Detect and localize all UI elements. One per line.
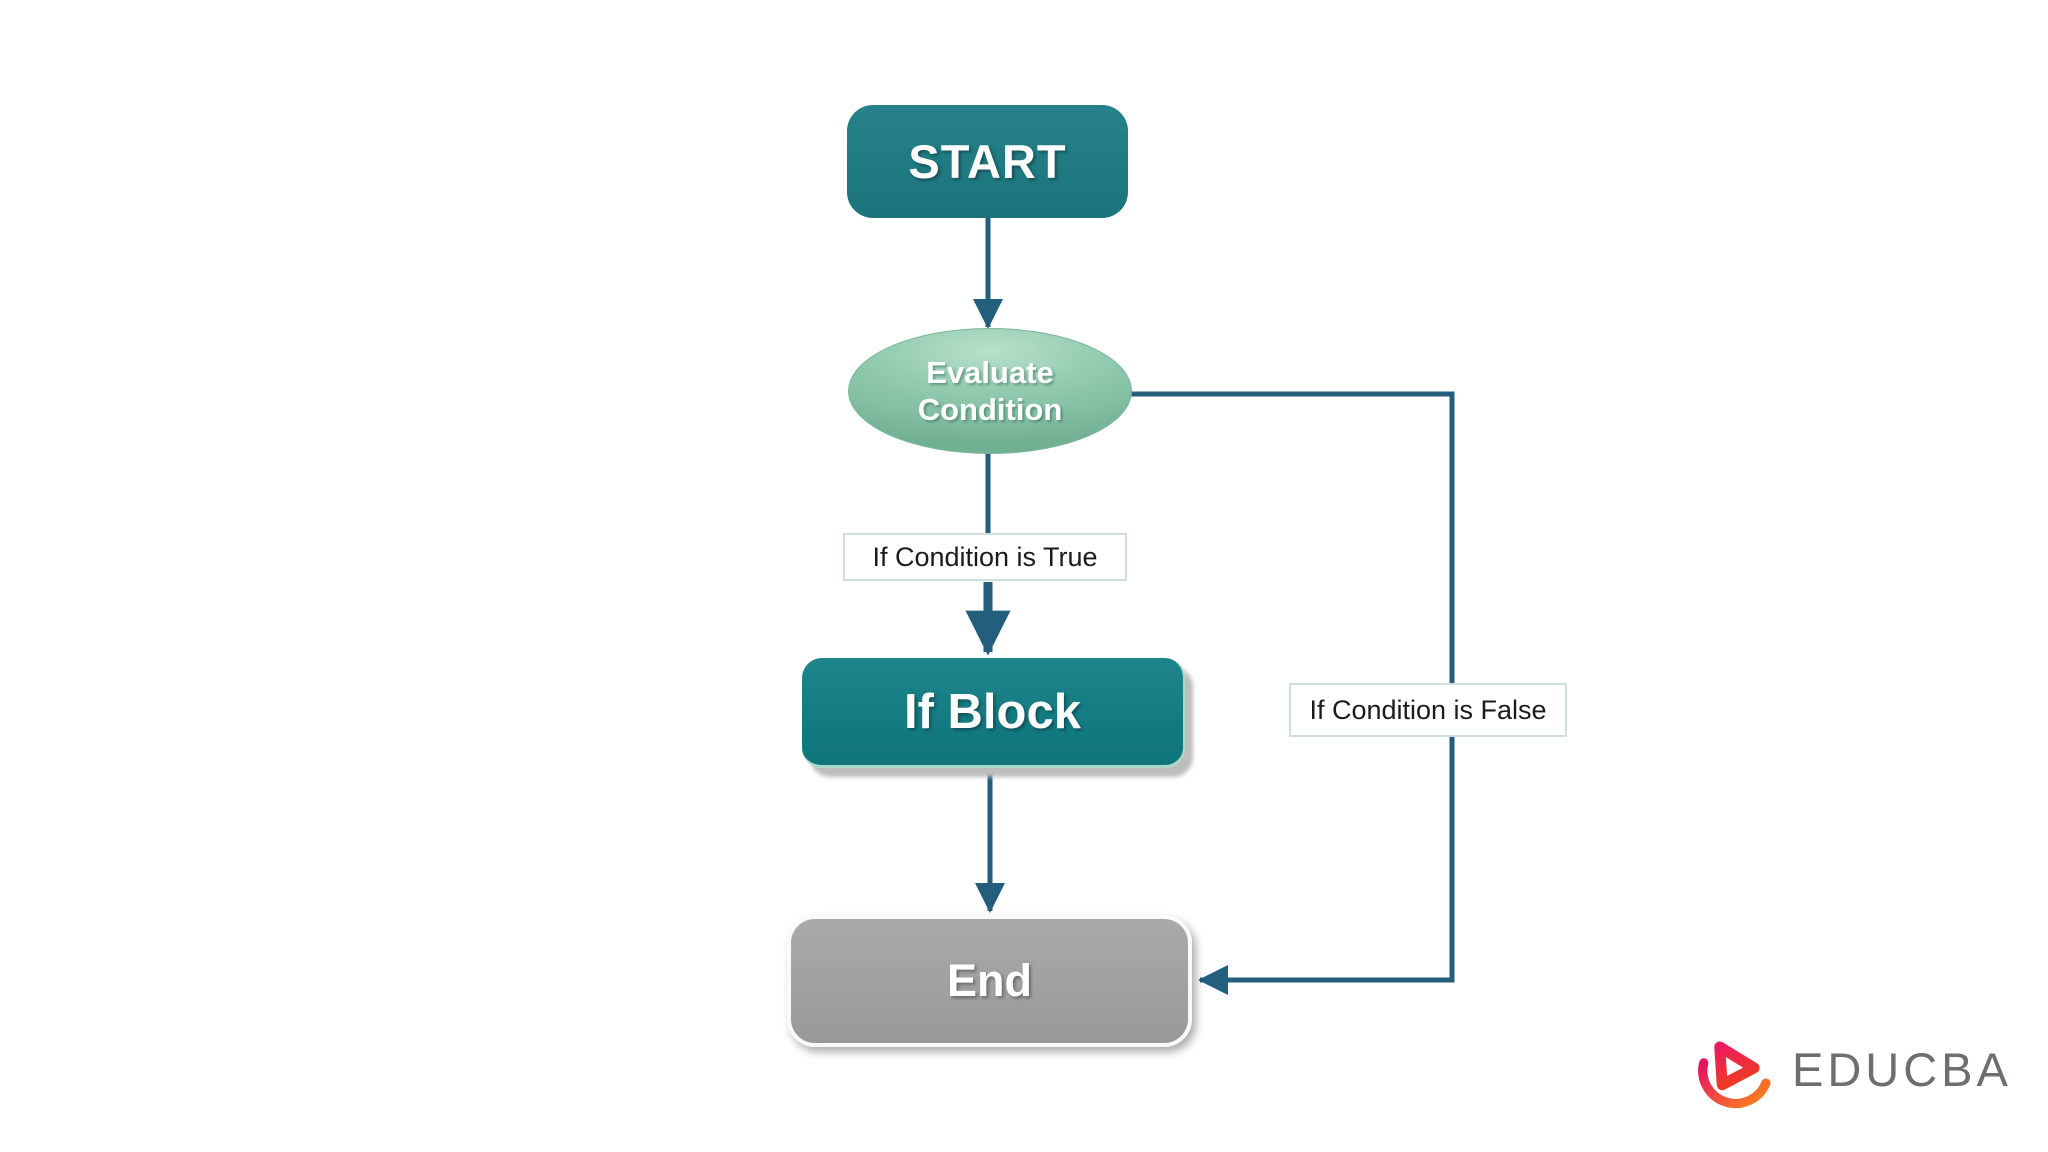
logo-play-triangle	[1714, 1041, 1760, 1091]
edge-label-condition-true-text: If Condition is True	[872, 541, 1098, 572]
edge-label-condition-true: If Condition is True	[843, 533, 1127, 581]
edge-label-condition-false: If Condition is False	[1289, 683, 1567, 737]
node-evaluate-condition: Evaluate Condition	[848, 328, 1132, 454]
educba-logo: EDUCBA	[1692, 1030, 2012, 1116]
node-end-label: End	[947, 955, 1032, 1006]
educba-logo-icon	[1698, 1041, 1771, 1109]
node-evaluate-condition-label: Evaluate Condition	[917, 354, 1063, 427]
edge-label-condition-false-text: If Condition is False	[1309, 694, 1547, 725]
node-end: End	[787, 915, 1192, 1047]
node-if-block-label: If Block	[904, 684, 1081, 739]
educba-logo-text: EDUCBA	[1792, 1043, 2012, 1096]
node-start-label: START	[908, 135, 1067, 188]
node-start: START	[847, 105, 1128, 218]
logo-swoosh-arc	[1698, 1058, 1771, 1109]
node-if-block: If Block	[802, 658, 1185, 768]
